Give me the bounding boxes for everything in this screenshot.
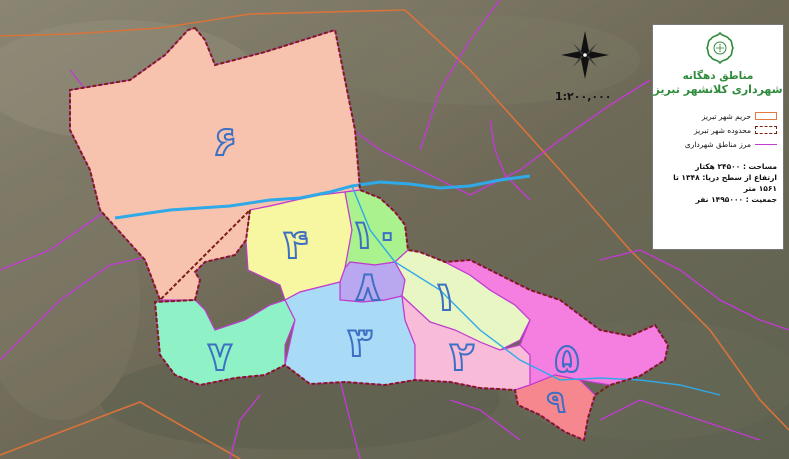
legend-population: جمعیت : ۱۴۹۵۰۰۰ نفر: [695, 195, 777, 204]
district-label-10: ۱۰: [351, 212, 400, 258]
municipality-logo-icon: [706, 31, 734, 65]
districts: [69, 27, 669, 441]
district-label-5: ۵: [555, 336, 579, 382]
legend-item-city-boundary: محدوده شهر تبریز: [659, 123, 777, 137]
district-label-3: ۳: [348, 320, 372, 366]
legend-panel: مناطق دهگانه شهرداری کلانشهر تبریز حریم …: [652, 24, 784, 250]
district-labels: ۶ ۴ ۱۰ ۸ ۱ ۷ ۳ ۲ ۵ ۹: [207, 118, 580, 421]
district-label-4: ۴: [284, 222, 308, 268]
district-label-7: ۷: [208, 334, 232, 380]
legend-elevation: ارتفاع از سطح دریا: ۱۳۴۸ تا ۱۵۶۱ متر: [673, 173, 777, 193]
legend-swatch-city-boundary: [755, 126, 777, 134]
legend-area: مساحت : ۲۴۵۰۰ هکتار: [695, 162, 777, 171]
harim-line-right: [404, 9, 789, 431]
district-label-2: ۲: [450, 334, 474, 380]
legend-swatch-district-boundary: [755, 143, 777, 145]
harim-line-top: [0, 9, 406, 37]
legend-item-district-boundary: مرز مناطق شهرداری: [659, 137, 777, 151]
district-label-1: ۱: [433, 274, 457, 320]
legend-swatch-harim: [755, 112, 777, 120]
legend-title-line1: مناطق دهگانه: [682, 70, 754, 82]
legend-title-line2: شهرداری کلانشهر تبریز: [653, 83, 783, 96]
legend-item-harim: حریم شهر تبریز: [659, 109, 777, 123]
district-label-9: ۹: [547, 385, 565, 420]
harim-boundary: [0, 9, 789, 459]
compass-rose-icon: [561, 31, 609, 79]
map-scale: 1:۲۰۰,۰۰۰: [555, 90, 612, 103]
river-branch: [351, 185, 721, 396]
harim-line-bottom: [0, 401, 241, 459]
city-boundary: [69, 26, 670, 442]
district-label-8: ۸: [356, 264, 380, 310]
district-label-6: ۶: [213, 119, 237, 165]
